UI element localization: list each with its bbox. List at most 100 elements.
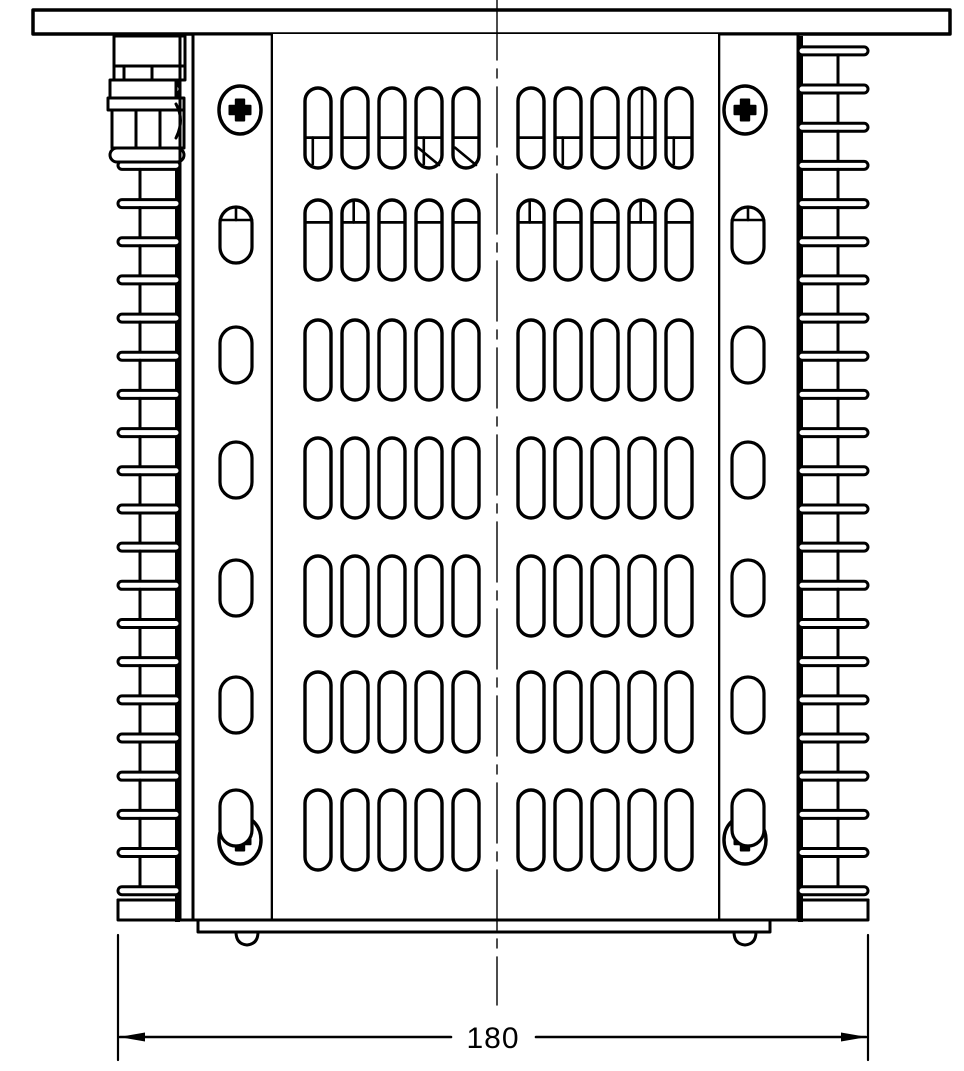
ventilation-slot — [516, 318, 546, 402]
ventilation-slot — [340, 198, 370, 282]
left-fin-spine — [175, 36, 180, 922]
ventilation-slot — [664, 318, 694, 402]
heatsink-fin — [796, 503, 870, 515]
top-mounting-flange — [31, 8, 952, 36]
ventilation-slot — [414, 198, 444, 282]
screw-top-left — [217, 84, 263, 136]
heatsink-fin — [796, 656, 870, 668]
ventilation-slot — [516, 198, 546, 282]
ventilation-slot — [627, 554, 657, 638]
heatsink-fin — [116, 885, 182, 897]
slot-hidden-detail — [416, 146, 441, 167]
ventilation-slot — [451, 670, 481, 754]
heatsink-fin — [796, 808, 870, 820]
heatsink-fin — [116, 503, 182, 515]
heatsink-fin — [796, 847, 870, 859]
dimension-overall-width: 180 — [116, 933, 870, 1062]
heatsink-fin — [116, 732, 182, 744]
ventilation-slot — [377, 198, 407, 282]
ventilation-slot — [590, 554, 620, 638]
heatsink-fin — [116, 541, 182, 553]
heatsink-fin — [796, 350, 870, 362]
ventilation-slot — [590, 788, 620, 872]
ventilation-slot — [516, 788, 546, 872]
right-heatsink-fin-stack — [796, 36, 870, 922]
base-plate-and-feet — [196, 918, 772, 947]
ventilation-slot — [414, 788, 444, 872]
ventilation-slot — [340, 670, 370, 754]
ventilation-slot — [590, 670, 620, 754]
ventilation-slot-array — [303, 86, 694, 872]
ventilation-slot — [451, 788, 481, 872]
ventilation-slot — [377, 670, 407, 754]
ventilation-slot — [451, 554, 481, 638]
heatsink-fin — [796, 159, 870, 171]
ventilation-slot — [516, 436, 546, 520]
ventilation-slot — [516, 86, 546, 170]
ventilation-slot — [414, 554, 444, 638]
heatsink-fin — [796, 388, 870, 400]
heatsink-fin — [796, 83, 870, 95]
left-heatsink-fin-stack — [116, 36, 182, 922]
screw-top-right — [722, 84, 768, 136]
heatsink-fin — [796, 121, 870, 133]
ventilation-slot — [590, 198, 620, 282]
heatsink-fin — [116, 198, 182, 210]
ventilation-slot — [627, 198, 657, 282]
rail-mounting-hole — [730, 325, 766, 385]
heatsink-fin — [116, 465, 182, 477]
ventilation-slot — [377, 436, 407, 520]
rail-mounting-hole — [218, 325, 254, 385]
heatsink-fin — [116, 847, 182, 859]
ventilation-slot — [627, 436, 657, 520]
rail-mounting-hole — [730, 788, 766, 848]
ventilation-slot — [590, 86, 620, 170]
ventilation-slot — [664, 670, 694, 754]
ventilation-slot — [377, 554, 407, 638]
heatsink-fin — [116, 427, 182, 439]
ventilation-slot — [516, 670, 546, 754]
ventilation-slot — [590, 318, 620, 402]
heatsink-fin — [116, 808, 182, 820]
ventilation-slot — [553, 318, 583, 402]
ventilation-slot — [340, 554, 370, 638]
rail-mounting-hole — [218, 788, 254, 848]
ventilation-slot — [303, 670, 333, 754]
heatsink-fin — [796, 617, 870, 629]
ventilation-slot — [451, 318, 481, 402]
right-fin-spine — [798, 36, 803, 922]
heatsink-fin — [116, 770, 182, 782]
ventilation-slot — [451, 436, 481, 520]
heatsink-fin — [796, 45, 870, 57]
ventilation-slot — [414, 670, 444, 754]
rail-mounting-hole — [218, 675, 254, 735]
ventilation-slot — [451, 198, 481, 282]
rail-mounting-hole — [730, 558, 766, 618]
cable-gland-connector — [106, 34, 187, 164]
rail-mounting-hole — [218, 440, 254, 500]
ventilation-slot — [627, 788, 657, 872]
ventilation-slot — [553, 670, 583, 754]
ventilation-slot — [627, 318, 657, 402]
ventilation-slot — [340, 788, 370, 872]
ventilation-slot — [303, 436, 333, 520]
heatsink-fin — [116, 312, 182, 324]
rail-mounting-hole — [730, 675, 766, 735]
heatsink-fin — [796, 770, 870, 782]
heatsink-fin — [796, 274, 870, 286]
ventilation-slot — [414, 318, 444, 402]
phillips-cross-icon — [733, 98, 757, 122]
rail-mounting-hole — [218, 558, 254, 618]
heatsink-fin — [796, 465, 870, 477]
heatsink-fin — [796, 312, 870, 324]
ventilation-slot — [664, 436, 694, 520]
heatsink-fin — [796, 694, 870, 706]
heatsink-fin — [796, 236, 870, 248]
ventilation-slot — [553, 86, 583, 170]
ventilation-slot — [627, 670, 657, 754]
ventilation-slot — [553, 788, 583, 872]
heatsink-fin — [796, 579, 870, 591]
ventilation-slot — [303, 318, 333, 402]
